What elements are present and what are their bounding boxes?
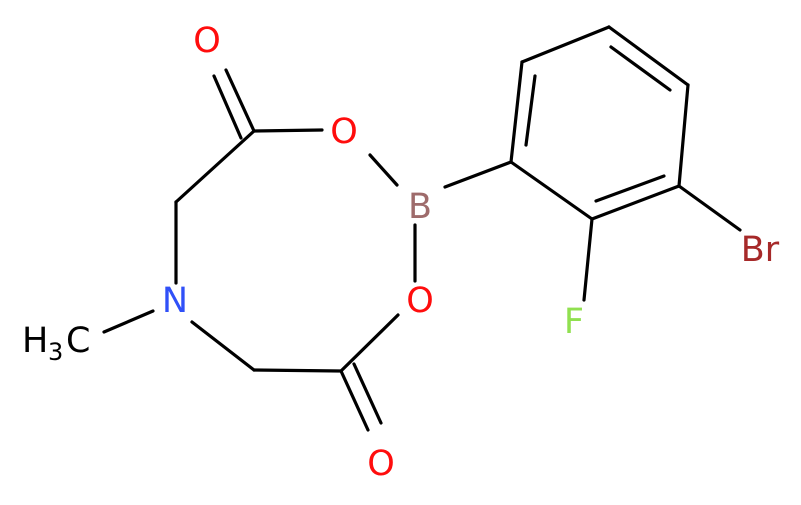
- c-o-top-double-1: [224, 68, 256, 133]
- b-o-top-bond: [368, 153, 399, 187]
- c-o-top-double-2: [212, 74, 243, 140]
- atom-nitrogen: N: [162, 281, 188, 321]
- ring-bond-6-inner: [524, 74, 537, 147]
- ring-bond-1: [520, 25, 611, 64]
- c-o-bottom-double-1: [339, 369, 370, 432]
- n-ch3-bond: [102, 309, 155, 334]
- ring-bond-3: [677, 83, 690, 188]
- ring-bond-5: [509, 160, 594, 221]
- ring-bond-6: [509, 60, 524, 164]
- atom-boron: B: [408, 187, 432, 227]
- c-b-bond: [443, 160, 513, 189]
- c-ch2-top-bond: [174, 129, 256, 204]
- c-f-bond: [582, 217, 594, 302]
- c-br-bond: [677, 184, 742, 232]
- c-o-bottom-double-2: [352, 362, 383, 425]
- atom-o-ring-top: O: [330, 112, 358, 152]
- n-ch2-bottom-bond: [190, 320, 256, 372]
- bonds: [102, 25, 742, 432]
- atom-labels: O O B O O N F Br: [162, 21, 780, 484]
- atom-o-bottom: O: [367, 444, 395, 484]
- ring-bond-2-inner: [609, 45, 672, 92]
- ring-bond-4-inner: [594, 174, 666, 203]
- atom-fluorine: F: [564, 302, 584, 342]
- ring-bond-4: [590, 184, 681, 221]
- ring-bond-2: [607, 25, 690, 87]
- methyl-h: H: [22, 321, 48, 361]
- methyl-c: C: [66, 321, 90, 361]
- o-c-top-bond: [252, 128, 324, 133]
- atom-bromine: Br: [741, 230, 780, 270]
- atom-o-ring-bottom: O: [406, 281, 434, 321]
- methyl-group: H 3 C: [22, 321, 90, 366]
- ch2-c-bottom-bond: [252, 368, 343, 373]
- c-o-ring-bottom-bond: [339, 313, 400, 373]
- atom-o-top: O: [193, 21, 221, 61]
- methyl-subscript: 3: [48, 338, 63, 366]
